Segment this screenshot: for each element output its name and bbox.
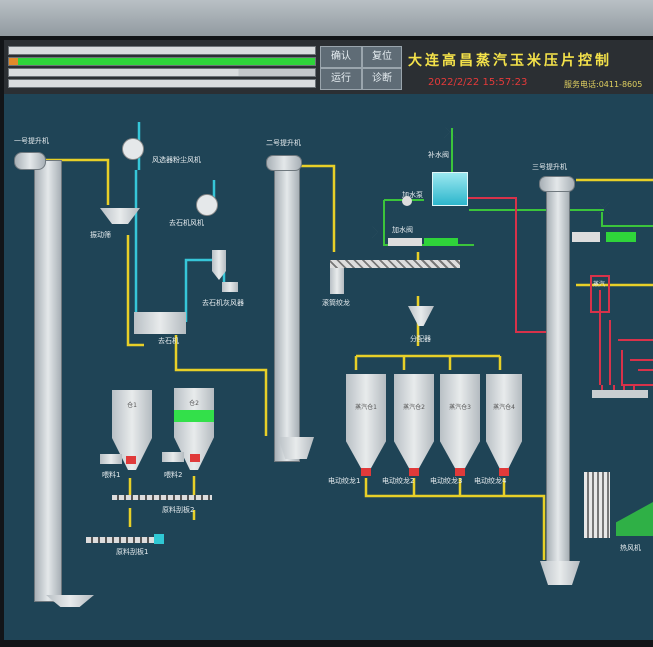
elevator-2-base bbox=[278, 437, 314, 459]
auger-2-label: 电动绞龙2 bbox=[382, 477, 415, 485]
steam-flow-display bbox=[572, 232, 600, 242]
dust-fan-icon[interactable] bbox=[122, 138, 144, 160]
run-button[interactable]: 运行 bbox=[320, 68, 362, 90]
status-bar-1 bbox=[8, 46, 316, 55]
auger-1-label: 电动绞龙1 bbox=[328, 477, 361, 485]
status-bar-4 bbox=[8, 79, 316, 88]
datetime: 2022/2/22 15:57:23 bbox=[428, 77, 528, 88]
flaker-rolls[interactable] bbox=[584, 472, 610, 538]
elevator-3-label: 三号提升机 bbox=[532, 163, 567, 171]
raw-conveyor-2-label: 原料刮板2 bbox=[162, 506, 195, 514]
steam-bin-4-gate[interactable] bbox=[499, 468, 509, 476]
status-bar-2 bbox=[8, 57, 316, 66]
raw-conveyor-1-label: 原料刮板1 bbox=[116, 548, 149, 556]
service-phone: 服务电话:0411-8605 bbox=[564, 80, 643, 89]
steam-bin-3-label: 蒸汽仓3 bbox=[449, 404, 471, 411]
raw-bin-2-label: 仓2 bbox=[189, 400, 199, 407]
elevator-3-base bbox=[540, 561, 580, 585]
water-flow-status bbox=[424, 238, 458, 246]
pipe-network bbox=[36, 122, 653, 560]
water-add-label: 加水泵 bbox=[402, 191, 423, 199]
elevator-1-label: 一号提升机 bbox=[14, 137, 49, 145]
raw-conveyor-2[interactable] bbox=[112, 495, 212, 500]
steam-header-pipe bbox=[592, 390, 648, 398]
feeder-1-label: 喂料1 bbox=[102, 471, 121, 479]
auger-4-label: 电动绞龙4 bbox=[474, 477, 507, 485]
makeup-water-label: 补水阀 bbox=[428, 151, 449, 159]
steam-bin-1-label: 蒸汽仓1 bbox=[355, 404, 377, 411]
steam-bin-4-label: 蒸汽仓4 bbox=[493, 404, 515, 411]
steam-bin-2-label: 蒸汽仓2 bbox=[403, 404, 425, 411]
steam-bin-1-gate[interactable] bbox=[361, 468, 371, 476]
water-flow-display bbox=[388, 238, 422, 246]
distributor-label: 分配器 bbox=[410, 335, 431, 343]
elevator-3-head bbox=[539, 176, 575, 192]
cyclone bbox=[212, 250, 226, 280]
water-tank bbox=[432, 172, 468, 206]
vibro-sieve-label: 振动筛 bbox=[90, 231, 111, 239]
steam-bin-3-gate[interactable] bbox=[455, 468, 465, 476]
steam-bin-2-gate[interactable] bbox=[409, 468, 419, 476]
hot-air-fan-label: 热风机 bbox=[620, 544, 641, 552]
elevator-1[interactable] bbox=[34, 160, 62, 602]
water-pump-icon[interactable] bbox=[402, 196, 412, 206]
conveyor-label: 滚筒绞龙 bbox=[322, 299, 350, 307]
room-background bbox=[0, 0, 653, 40]
conveyor-motor bbox=[330, 268, 344, 294]
elevator-3[interactable] bbox=[546, 180, 570, 572]
status-bar-3 bbox=[8, 68, 316, 77]
elevator-1-head bbox=[14, 152, 46, 170]
steam-main-label: 蒸汽 bbox=[593, 281, 606, 288]
raw-bin-2-level bbox=[174, 410, 214, 422]
scada-screen: 确认 复位 运行 诊断 大连高昌蒸汽玉米压片控制 2022/2/22 15:57… bbox=[4, 40, 653, 640]
vibro-sieve[interactable] bbox=[100, 208, 140, 224]
stone-remover[interactable] bbox=[134, 312, 186, 334]
stone-fan-label: 去石机风机 bbox=[169, 219, 204, 227]
app-title: 大连高昌蒸汽玉米压片控制 bbox=[408, 53, 612, 69]
stone-collector bbox=[222, 282, 238, 292]
stone-remover-label: 去石机 bbox=[158, 337, 179, 345]
diagnose-button[interactable]: 诊断 bbox=[362, 68, 402, 90]
steam-main-box: 蒸汽 bbox=[590, 275, 610, 313]
raw-conveyor-1-motor bbox=[154, 534, 164, 544]
fan-dust-label: 风选器粉尘风机 bbox=[152, 156, 201, 164]
feeder-1[interactable] bbox=[100, 454, 122, 464]
raw-conveyor-1[interactable] bbox=[86, 537, 154, 543]
auger-3-label: 电动绞龙3 bbox=[430, 477, 463, 485]
water-valve-label: 加水阀 bbox=[392, 226, 413, 234]
elevator-1-base bbox=[46, 595, 94, 607]
stone-collector-label: 去石机灰风器 bbox=[202, 299, 244, 307]
stone-fan-icon[interactable] bbox=[196, 194, 218, 216]
feeder-2-label: 喂料2 bbox=[164, 471, 183, 479]
elevator-2-label: 二号提升机 bbox=[266, 139, 301, 147]
confirm-button[interactable]: 确认 bbox=[320, 46, 362, 68]
elevator-2-head bbox=[266, 155, 302, 171]
feeder-2[interactable] bbox=[162, 452, 184, 462]
screw-conveyor[interactable] bbox=[330, 260, 460, 268]
raw-bin-1-label: 仓1 bbox=[127, 402, 137, 409]
raw-bin-1-gate[interactable] bbox=[126, 456, 136, 464]
reset-button[interactable]: 复位 bbox=[362, 46, 402, 68]
header-bar: 确认 复位 运行 诊断 大连高昌蒸汽玉米压片控制 2022/2/22 15:57… bbox=[4, 40, 653, 94]
raw-bin-2-gate[interactable] bbox=[190, 454, 200, 462]
elevator-2[interactable] bbox=[274, 160, 300, 462]
steam-flow-status bbox=[606, 232, 636, 242]
